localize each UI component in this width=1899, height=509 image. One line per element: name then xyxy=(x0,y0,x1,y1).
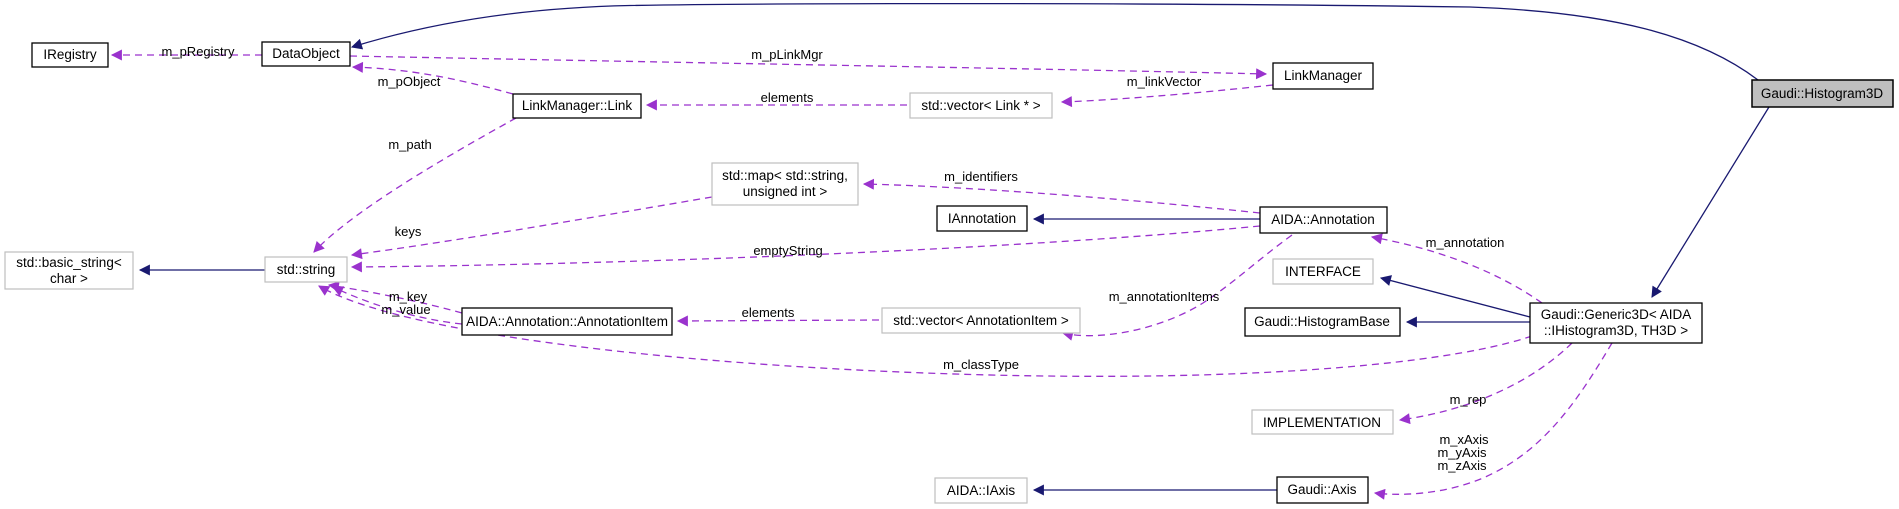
node-iannotation[interactable]: IAnnotation xyxy=(936,205,1028,232)
usage-edge-emptystring xyxy=(350,225,1261,273)
node-label: std::string xyxy=(277,262,336,277)
node-aida-annotation[interactable]: AIDA::Annotation xyxy=(1259,206,1388,234)
edge-label-keys: keys xyxy=(395,224,422,239)
edge-label-m-identifiers: m_identifiers xyxy=(944,169,1018,184)
node-iregistry[interactable]: IRegistry xyxy=(31,42,109,68)
inheritance-edge-histogram3d-generic3d xyxy=(1651,106,1770,298)
node-gaudi-generic3d[interactable]: Gaudi::Generic3D< AIDA ::IHistogram3D, T… xyxy=(1529,302,1703,344)
node-label: std::vector< AnnotationItem > xyxy=(893,313,1069,328)
node-label: Gaudi::HistogramBase xyxy=(1254,314,1390,329)
edge-label-m-pregistry: m_pRegistry xyxy=(162,44,235,59)
node-annotationitem[interactable]: AIDA::Annotation::AnnotationItem xyxy=(461,307,673,336)
node-label: LinkManager xyxy=(1284,68,1363,83)
edge-label-m-path: m_path xyxy=(388,137,431,152)
edge-label-m-key: m_key xyxy=(389,289,428,304)
node-linkmanager-link[interactable]: LinkManager::Link xyxy=(512,93,642,119)
node-gaudi-histogrambase[interactable]: Gaudi::HistogramBase xyxy=(1244,307,1401,337)
node-label: std::vector< Link * > xyxy=(921,98,1040,113)
usage-edge-m-axes xyxy=(1373,342,1613,500)
edge-label-m-plinkmgr: m_pLinkMgr xyxy=(751,47,823,62)
node-interface[interactable]: INTERFACE xyxy=(1272,258,1374,285)
edge-label-m-classtype: m_classType xyxy=(943,357,1019,372)
edge-label-m-zaxis: m_zAxis xyxy=(1437,458,1487,473)
node-label: LinkManager::Link xyxy=(522,98,633,113)
usage-edge-m-plinkmgr xyxy=(349,55,1268,80)
node-implementation[interactable]: IMPLEMENTATION xyxy=(1251,409,1394,435)
usage-edge-elements-items xyxy=(676,315,880,327)
node-label: INTERFACE xyxy=(1285,264,1361,279)
node-label: IMPLEMENTATION xyxy=(1263,415,1381,430)
edge-label-elements-items: elements xyxy=(742,305,795,320)
inheritance-edge-generic3d-interface xyxy=(1379,275,1531,318)
node-label: Gaudi::Axis xyxy=(1287,482,1356,497)
node-label: AIDA::IAxis xyxy=(947,483,1016,498)
node-aida-iaxis[interactable]: AIDA::IAxis xyxy=(934,477,1028,504)
node-label: AIDA::Annotation::AnnotationItem xyxy=(466,314,668,329)
node-linkmanager[interactable]: LinkManager xyxy=(1272,62,1374,90)
edge-label-elements-links: elements xyxy=(761,90,814,105)
node-label-line2: unsigned int > xyxy=(743,184,828,199)
node-label-line1: std::map< std::string, xyxy=(722,168,848,183)
edge-label-m-value: m_value xyxy=(381,302,430,317)
node-label: IRegistry xyxy=(43,47,97,62)
node-label: IAnnotation xyxy=(948,211,1016,226)
node-dataobject[interactable]: DataObject xyxy=(261,41,351,67)
edge-label-m-xaxis: m_xAxis xyxy=(1439,432,1489,447)
edge-label-emptystring: emptyString xyxy=(753,243,822,258)
node-map-string-uint[interactable]: std::map< std::string, unsigned int > xyxy=(711,162,859,206)
usage-edge-m-identifiers xyxy=(862,178,1261,214)
edge-label-m-pobject: m_pObject xyxy=(378,74,441,89)
usage-edge-m-path xyxy=(313,117,517,253)
node-label: Gaudi::Histogram3D xyxy=(1761,86,1884,101)
edge-label-m-annotationitems: m_annotationItems xyxy=(1109,289,1220,304)
node-vector-link[interactable]: std::vector< Link * > xyxy=(909,92,1053,119)
node-gaudi-histogram3d: Gaudi::Histogram3D xyxy=(1751,79,1894,108)
node-label-line1: std::basic_string< xyxy=(16,255,122,270)
node-label-line2: ::IHistogram3D, TH3D > xyxy=(1544,323,1688,338)
edge-label-m-linkvector: m_linkVector xyxy=(1127,74,1202,89)
node-label: DataObject xyxy=(272,46,340,61)
node-std-string[interactable]: std::string xyxy=(264,256,348,283)
node-basic-string[interactable]: std::basic_string< char > xyxy=(4,251,134,290)
edge-label-m-rep: m_rep xyxy=(1450,392,1487,407)
usage-edge-m-rep xyxy=(1398,342,1573,425)
node-label-line1: Gaudi::Generic3D< AIDA xyxy=(1541,307,1691,322)
usage-edge-m-annotation xyxy=(1370,233,1543,304)
usage-edge-m-linkvector xyxy=(1060,84,1274,108)
node-vector-annotationitem[interactable]: std::vector< AnnotationItem > xyxy=(881,307,1081,334)
edge-label-m-yaxis: m_yAxis xyxy=(1437,445,1487,460)
node-label: AIDA::Annotation xyxy=(1271,212,1375,227)
usage-edge-m-value xyxy=(332,286,463,325)
node-gaudi-axis[interactable]: Gaudi::Axis xyxy=(1276,476,1369,504)
usage-edge-m-annotationitems xyxy=(1061,234,1293,341)
node-label-line2: char > xyxy=(50,271,88,286)
inheritance-edge-histogram3d-dataobject xyxy=(350,2,1759,81)
edge-label-m-annotation: m_annotation xyxy=(1426,235,1505,250)
